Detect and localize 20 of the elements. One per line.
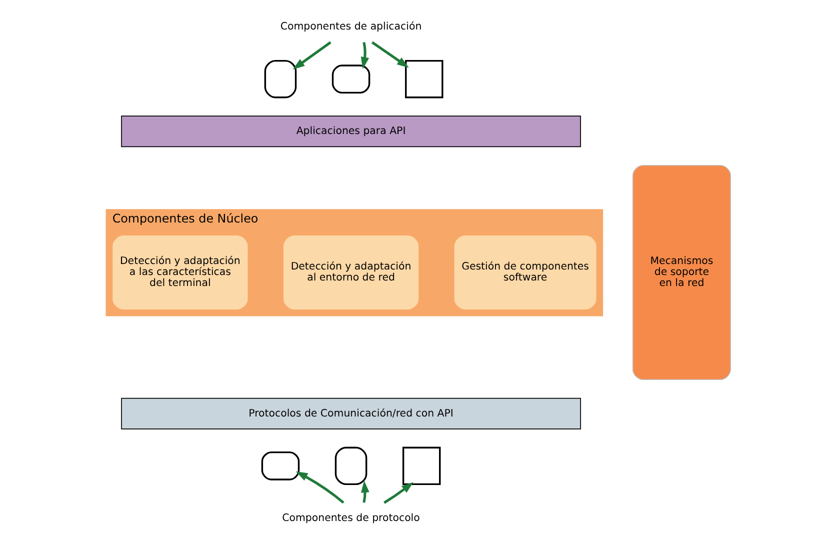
node-box: Detección y adaptación a las características del terminal <box>112 236 248 310</box>
arrow <box>360 42 369 69</box>
node-text: Componentes de protocolo <box>282 512 420 524</box>
node-box: Aplicaciones para API <box>120 116 580 148</box>
node-box: Detección y adaptación al entorno de red <box>282 236 418 310</box>
node-box: Gestión de componentes software <box>454 236 596 310</box>
node-box <box>260 451 300 480</box>
node-box <box>331 64 370 94</box>
node-box: Protocolos de Comunicación/red con API <box>120 398 580 430</box>
node-box <box>402 446 440 486</box>
arrow <box>292 41 331 70</box>
node-box <box>334 446 367 486</box>
arrow <box>360 480 369 503</box>
node-box <box>404 60 443 98</box>
arrow <box>295 471 344 504</box>
node-text: Componentes de aplicación <box>280 21 422 32</box>
node-box: Mecanismos de soporte en la red <box>632 164 731 380</box>
arrow <box>370 41 408 68</box>
node-box <box>264 60 296 98</box>
arrow <box>383 482 413 504</box>
